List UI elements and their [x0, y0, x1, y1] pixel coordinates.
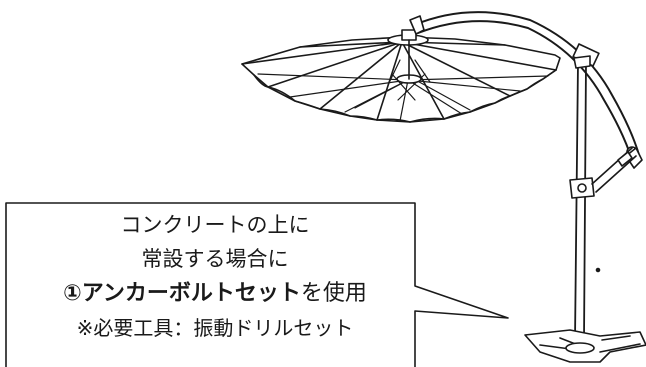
callout-line-3: ①アンカーボルトセットを使用: [0, 283, 430, 305]
callout-number: ①: [63, 281, 82, 306]
umbrella-pole: [574, 61, 587, 341]
callout-line-3-suffix: を使用: [300, 281, 367, 306]
callout-box: [5, 202, 509, 367]
callout-product-name: アンカーボルトセット: [81, 281, 301, 306]
callout-line-4: ※必要工具：振動ドリルセット: [76, 316, 354, 340]
callout-line-1: コンクリートの上に: [120, 213, 310, 237]
callout-line-2: 常設する場合に: [141, 247, 289, 271]
umbrella-arm: [413, 11, 641, 159]
